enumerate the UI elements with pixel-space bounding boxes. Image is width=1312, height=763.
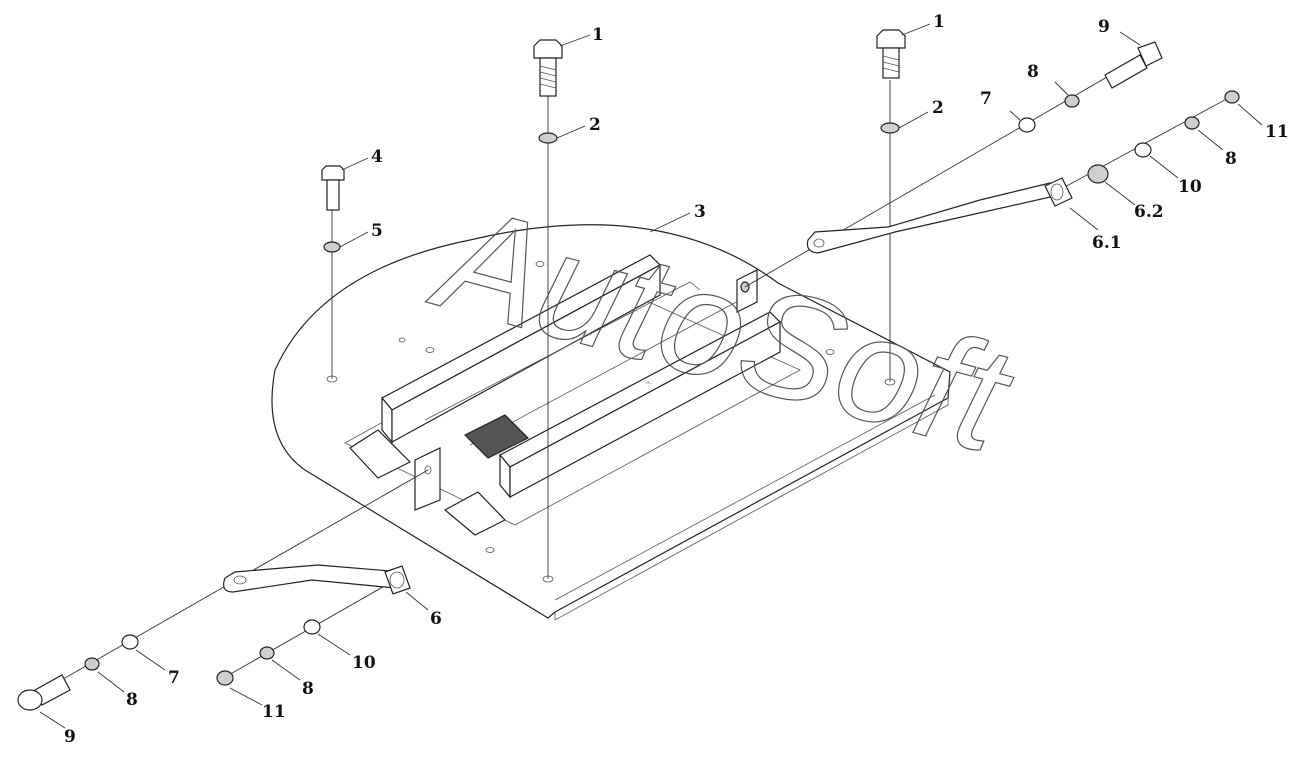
bushing-6-2 [1087, 164, 1109, 184]
center-stamp: ·°· [645, 381, 652, 388]
seat-slide-rails [344, 254, 801, 536]
callout-labels: 1 1 2 2 3 4 5 7 8 9 6.1 6.2 10 8 11 6 10… [64, 12, 1289, 747]
washer-7-right [1018, 117, 1036, 133]
washer-5 [323, 241, 341, 253]
callout-9-right: 9 [1098, 17, 1110, 37]
bolt-9-left [17, 674, 71, 711]
nut-8-left-upper [84, 657, 100, 671]
callout-6-2: 6.2 [1134, 202, 1164, 222]
callout-1-left: 1 [592, 25, 604, 45]
bolt-1-left [533, 39, 563, 97]
hinge-arm-left [223, 564, 411, 595]
nut-11-left [216, 670, 234, 686]
bolt-9-right [1104, 41, 1163, 89]
callout-8-right-lower: 8 [1225, 149, 1237, 169]
callout-11-right: 11 [1265, 122, 1289, 142]
callout-3: 3 [694, 202, 706, 222]
callout-10-left: 10 [352, 653, 376, 673]
nut-8-right-lower [1184, 116, 1200, 130]
callout-11-left: 11 [262, 702, 286, 722]
washer-2-right [880, 122, 900, 134]
callout-1-right: 1 [933, 12, 945, 32]
hinge-arm-right [806, 177, 1073, 254]
bolt-1-right [876, 29, 906, 79]
bolt-4 [321, 165, 345, 211]
callout-10-right: 10 [1178, 177, 1202, 197]
callout-7-right: 7 [980, 89, 992, 109]
nut-8-left-lower [259, 646, 275, 660]
callout-2-right: 2 [932, 98, 944, 118]
callout-4: 4 [371, 147, 383, 167]
callout-8-left-lower: 8 [302, 679, 314, 699]
callout-6-1: 6.1 [1092, 233, 1122, 253]
callout-8-left-upper: 8 [126, 690, 138, 710]
callout-7-left: 7 [168, 668, 180, 688]
callout-6: 6 [430, 609, 442, 629]
washer-10-right [1134, 142, 1152, 158]
callout-5: 5 [371, 221, 383, 241]
callout-2-left: 2 [589, 115, 601, 135]
washer-2-left [538, 132, 558, 144]
callout-8-right-upper: 8 [1027, 62, 1039, 82]
washer-7-left [121, 634, 139, 650]
nut-11-right [1224, 90, 1240, 104]
callout-9-left: 9 [64, 727, 76, 747]
nut-8-right-upper [1064, 94, 1080, 108]
washer-10-left [303, 619, 321, 635]
callout-leaders [39, 23, 1263, 729]
